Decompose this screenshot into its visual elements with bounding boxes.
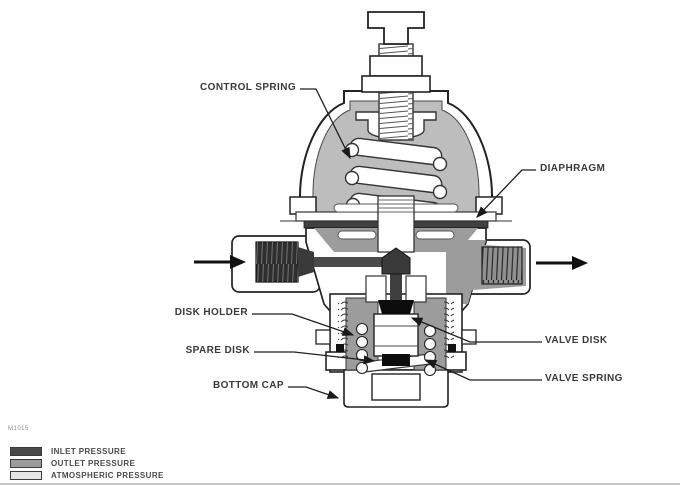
label-control-spring: CONTROL SPRING: [200, 82, 296, 93]
leader-spare-disk: [254, 351, 376, 365]
cage-threads-right: [444, 300, 454, 358]
label-disk-holder: DISK HOLDER: [174, 307, 248, 318]
adjusting-screw: [361, 11, 431, 141]
atmospheric-pressure-swatch: [10, 471, 42, 480]
o-ring-left: [336, 344, 344, 352]
o-ring-right: [448, 344, 456, 352]
closing-cap-boss: [361, 75, 431, 93]
legend-label: OUTLET PRESSURE: [51, 459, 136, 468]
legend-label: INLET PRESSURE: [51, 447, 126, 456]
valve-stem: [390, 272, 402, 302]
leader-valve-disk: [410, 317, 542, 343]
leader-disk-holder: [252, 313, 355, 336]
spare-disk-part: [382, 354, 410, 366]
label-diaphragm: DIAPHRAGM: [540, 163, 606, 174]
label-valve-spring: VALVE SPRING: [545, 373, 623, 384]
legend-item-atmospheric: ATMOSPHERIC PRESSURE: [10, 471, 164, 480]
valve-disk-part: [378, 300, 414, 314]
inlet-passage-stem: [314, 257, 388, 267]
leader-control-spring: [300, 88, 351, 160]
inlet-pressure-swatch: [10, 447, 42, 456]
outlet-port-threads: [481, 246, 523, 285]
legend-item-outlet: OUTLET PRESSURE: [10, 459, 164, 468]
inlet-port-threads: [255, 241, 388, 283]
page-bottom-edge: [0, 483, 680, 485]
leader-diaphragm: [476, 169, 536, 218]
seat-right: [405, 275, 427, 303]
legend-item-inlet: INLET PRESSURE: [10, 447, 164, 456]
leader-valve-spring: [424, 359, 542, 381]
flow-arrow-in: [194, 255, 246, 269]
screw-head: [367, 11, 425, 45]
label-spare-disk: SPARE DISK: [185, 345, 250, 356]
pusher-post: [377, 195, 415, 253]
disk-holder-part: [373, 313, 419, 357]
valve-trim: [365, 247, 427, 366]
valve-spring-coils: [355, 322, 437, 377]
valve-plug: [381, 247, 411, 275]
lock-nut: [369, 55, 423, 77]
leader-lines: [252, 88, 542, 399]
outlet-pressure-swatch: [10, 459, 42, 468]
figure-code: M1015: [8, 426, 29, 432]
pressure-legend: INLET PRESSURE OUTLET PRESSURE ATMOSPHER…: [10, 447, 164, 483]
label-valve-disk: VALVE DISK: [545, 335, 608, 346]
label-bottom-cap: BOTTOM CAP: [212, 380, 284, 391]
seat-left: [365, 275, 387, 303]
legend-label: ATMOSPHERIC PRESSURE: [51, 471, 164, 480]
leader-bottom-cap: [288, 386, 340, 399]
flow-arrow-out: [536, 256, 588, 270]
